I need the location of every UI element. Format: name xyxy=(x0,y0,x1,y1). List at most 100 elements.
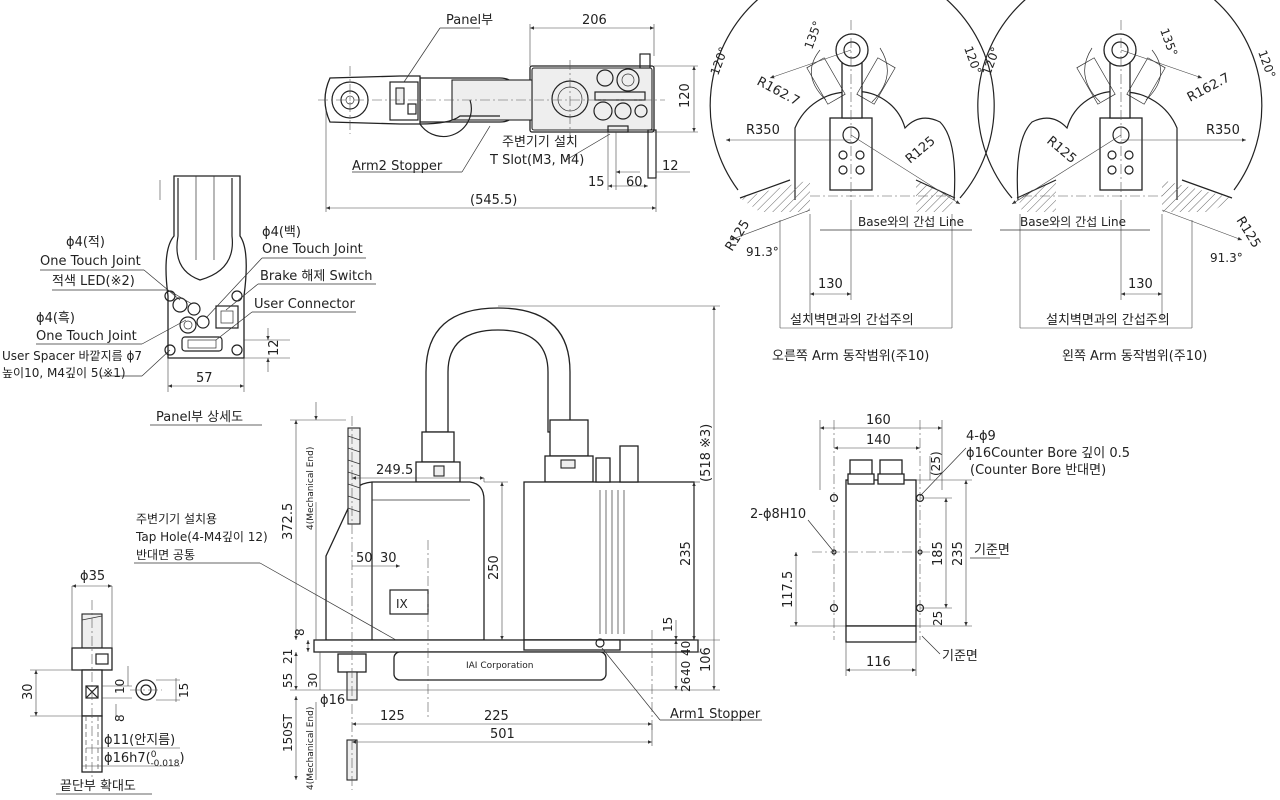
top-dim-60: 60 xyxy=(626,175,643,190)
slot-title: 주변기기 설치 xyxy=(502,135,578,150)
side-dim-55: 55 xyxy=(281,673,295,688)
white-joint-size: ϕ4(백) xyxy=(262,225,301,240)
base-view xyxy=(790,420,1000,676)
panel-detail xyxy=(36,175,376,426)
top-dim-12: 12 xyxy=(662,159,679,174)
left-arm-range xyxy=(977,0,1263,329)
slot-spec: T Slot(M3, M4) xyxy=(489,153,584,168)
right-range-title: 오른쪽 Arm 동작범위(주10) xyxy=(772,349,929,364)
side-dim-250: 250 xyxy=(487,555,502,580)
black-joint-label: One Touch Joint xyxy=(36,329,137,344)
base-dim-160: 160 xyxy=(866,413,891,428)
tip-inner-dia: ϕ11(안지름) xyxy=(104,733,175,748)
left-base-line: Base와의 간섭 Line xyxy=(1020,215,1126,229)
base-dim-140: 140 xyxy=(866,433,891,448)
arm2-stopper-label: Arm2 Stopper xyxy=(352,159,443,174)
right-angle-135: 135° xyxy=(802,19,825,51)
base-dim-25a: (25) xyxy=(929,451,943,476)
side-dim-125: 125 xyxy=(380,709,405,724)
right-angle-120-left: 120° xyxy=(708,45,731,77)
side-dim-40b: 40 xyxy=(679,661,693,676)
white-joint-label: One Touch Joint xyxy=(262,242,363,257)
side-dim-106: 106 xyxy=(699,647,714,672)
left-r125-top: R125 xyxy=(1043,134,1079,167)
user-spacer-spec: 높이10, M4깊이 5(※1) xyxy=(2,366,126,380)
tip-outer-dia: ϕ16h7(0-0.018) xyxy=(104,750,185,769)
tap-hole-title: 주변기기 설치용 xyxy=(136,512,217,526)
top-width-206: 206 xyxy=(582,13,607,28)
side-dim-225: 225 xyxy=(484,709,509,724)
right-r125-top: R125 xyxy=(903,134,939,167)
arm1-stopper-label: Arm1 Stopper xyxy=(670,707,761,722)
side-dim-8: 8 xyxy=(293,628,307,636)
user-spacer-label: User Spacer 바깥지름 ϕ7 xyxy=(2,349,142,363)
tip-detail-title: 끝단부 확대도 xyxy=(60,779,136,794)
side-dim-372: 372.5 xyxy=(281,503,296,540)
side-dim-21: 21 xyxy=(281,649,295,664)
user-connector-label: User Connector xyxy=(254,297,355,312)
tip-dim-8: 8 xyxy=(113,714,127,722)
top-height-120: 120 xyxy=(678,83,693,108)
base-pin: 2-ϕ8H10 xyxy=(750,507,806,522)
side-dim-26: 26 xyxy=(679,677,693,692)
base-dim-185: 185 xyxy=(931,541,946,566)
side-view: IX IAI Corporation xyxy=(134,305,762,790)
base-cbore-note: (Counter Bore 반대면) xyxy=(970,463,1106,478)
red-led-label: 적색 LED(※2) xyxy=(52,274,135,289)
base-dim-25b: 25 xyxy=(931,611,945,626)
side-dim-40a: 40 xyxy=(679,641,693,656)
mech-end-top: 4(Mechanical End) xyxy=(306,447,316,530)
side-dim-15: 15 xyxy=(661,617,675,632)
panel-dim-12: 12 xyxy=(267,339,282,356)
mech-end-bottom: 4(Mechanical End) xyxy=(306,707,316,790)
left-dim-130: 130 xyxy=(1128,277,1153,292)
left-angle-91: 91.3° xyxy=(1210,251,1243,265)
top-dim-15: 15 xyxy=(588,175,605,190)
side-dim-518: (518 ※3) xyxy=(699,424,714,482)
tip-dim-phi35: ϕ35 xyxy=(80,569,105,584)
base-holes: 4-ϕ9 xyxy=(966,429,996,444)
tip-dim-10: 10 xyxy=(113,679,127,694)
top-total-545: (545.5) xyxy=(470,193,517,208)
left-r125-bottom: R125 xyxy=(1233,214,1264,251)
right-wall-note: 설치벽면과의 간섭주의 xyxy=(790,313,914,328)
base-dim-116: 116 xyxy=(866,655,891,670)
base-dim-235: 235 xyxy=(951,541,966,566)
left-wall-note: 설치벽면과의 간섭주의 xyxy=(1046,313,1170,328)
red-joint-label: One Touch Joint xyxy=(40,254,141,269)
top-view xyxy=(318,24,698,212)
right-dim-130: 130 xyxy=(818,277,843,292)
panel-detail-title: Panel부 상세도 xyxy=(156,410,243,425)
panel-dim-57: 57 xyxy=(196,371,213,386)
left-r350: R350 xyxy=(1206,123,1240,138)
base-ref-a: 기준면 xyxy=(974,543,1010,558)
side-logo: IX xyxy=(396,597,408,611)
side-dim-249: 249.5 xyxy=(376,463,413,478)
base-cbore-spec: ϕ16Counter Bore 깊이 0.5 xyxy=(966,446,1130,461)
tip-dim-15: 15 xyxy=(177,683,191,698)
side-dim-50: 50 xyxy=(356,551,373,566)
brake-switch-label: Brake 해제 Switch xyxy=(260,269,372,284)
right-r350: R350 xyxy=(746,123,780,138)
right-angle-91: 91.3° xyxy=(746,245,779,259)
side-dim-30: 30 xyxy=(380,551,397,566)
left-r162: R162.7 xyxy=(1185,71,1233,106)
side-dim-30b: 30 xyxy=(306,673,320,688)
left-range-title: 왼쪽 Arm 동작범위(주10) xyxy=(1062,349,1207,364)
side-dim-150st: 150ST xyxy=(281,713,295,752)
red-joint-size: ϕ4(적) xyxy=(66,235,105,250)
tap-hole-spec: Tap Hole(4-M4깊이 12) xyxy=(135,530,268,544)
right-arm-range xyxy=(709,0,995,329)
left-angle-135: 135° xyxy=(1157,26,1180,58)
side-dim-235: 235 xyxy=(679,541,694,566)
side-dim-501: 501 xyxy=(490,727,515,742)
tap-hole-note: 반대면 공통 xyxy=(136,548,195,562)
top-panel-label: Panel부 xyxy=(446,13,493,28)
base-ref-b: 기준면 xyxy=(942,649,978,664)
tip-dim-30: 30 xyxy=(21,683,36,700)
base-dim-117: 117.5 xyxy=(781,571,796,608)
side-brand: IAI Corporation xyxy=(466,661,534,671)
side-dim-phi16: ϕ16 xyxy=(320,693,345,708)
right-r162: R162.7 xyxy=(754,74,802,109)
